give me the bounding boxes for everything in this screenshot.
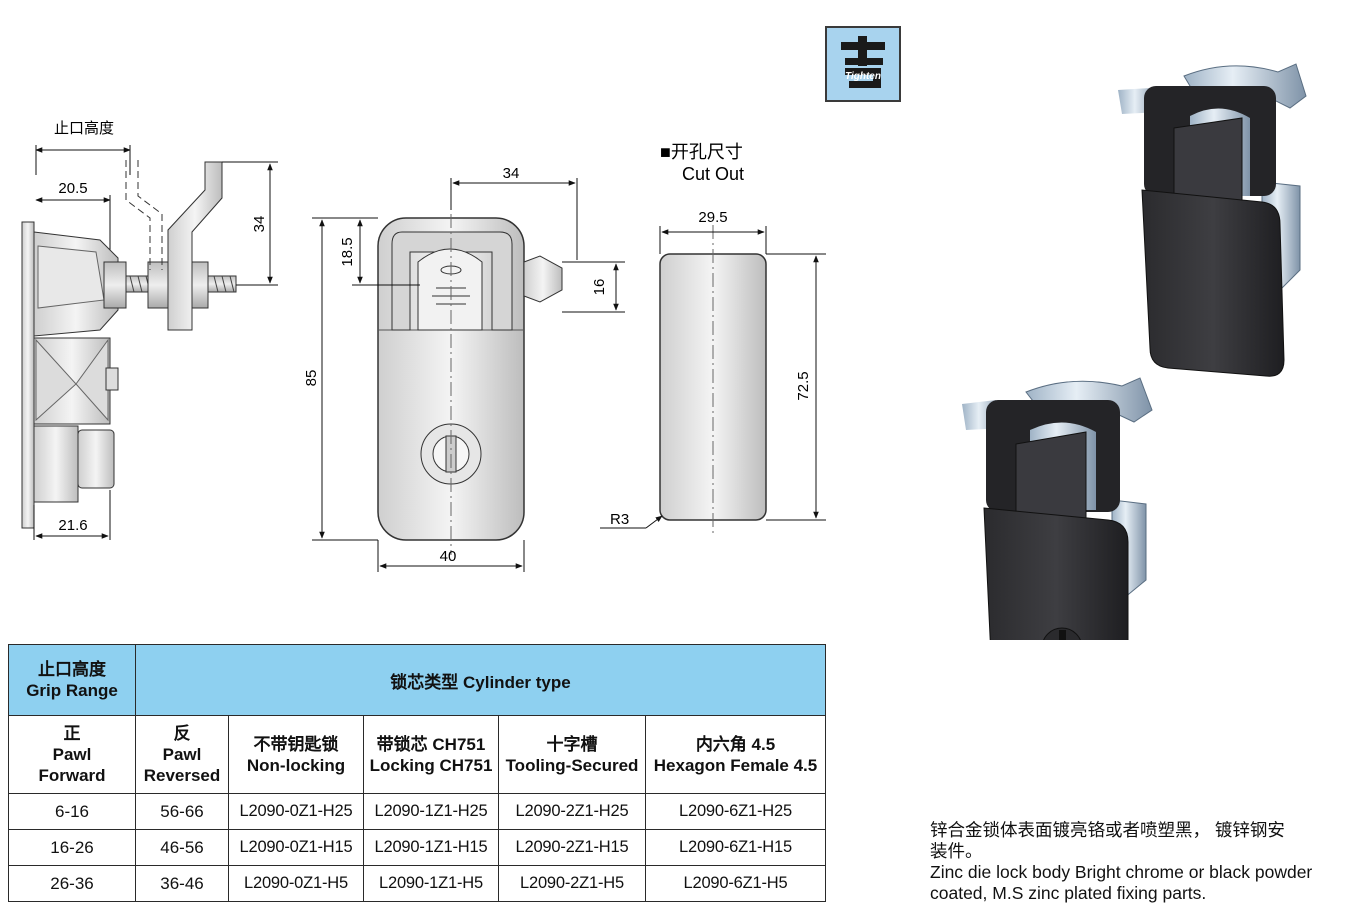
dim-side-height: 34: [251, 216, 268, 233]
logo-text: Tighten: [845, 71, 881, 82]
dim-front-total: 85: [303, 370, 320, 387]
note-cn-line2: 装件。: [930, 841, 983, 861]
product-photo-chrome-top: [1118, 63, 1307, 377]
cutout-title-cn: ■开孔尺寸: [660, 142, 743, 162]
tighten-logo-icon: Tighten: [841, 36, 885, 88]
product-photo-chrome-bottom: [962, 377, 1153, 640]
subheader-non-locking: 不带钥匙锁 Non-locking: [228, 715, 364, 794]
subheader-tooling-secured: 十字槽 Tooling-Secured: [498, 715, 646, 794]
spec-table: 止口高度 Grip Range 锁芯类型 Cylinder type 正 Paw…: [8, 644, 826, 902]
note-cn-line1: 锌合金锁体表面镀亮铬或者喷塑黑， 镀锌钢安: [930, 820, 1285, 840]
dim-side-top: 20.5: [58, 180, 87, 197]
subheader-pawl-forward: 正 Pawl Forward: [8, 715, 136, 794]
subheader-hexagon: 内六角 4.5 Hexagon Female 4.5: [645, 715, 826, 794]
dim-side-bottom: 21.6: [58, 517, 87, 534]
dim-front-upper: 18.5: [339, 237, 356, 266]
front-view: 34 18.5 85 16 40: [303, 165, 625, 572]
dim-cutout-radius: R3: [610, 511, 629, 528]
dim-front-bottom-width: 40: [440, 548, 457, 565]
material-note: 锌合金锁体表面镀亮铬或者喷塑黑， 镀锌钢安 装件。 Zinc die lock …: [930, 820, 1350, 904]
dim-front-side: 16: [591, 279, 608, 296]
dim-cutout-width: 29.5: [698, 209, 727, 226]
brand-logo: Tighten: [825, 26, 901, 102]
cutout-view: ■开孔尺寸 Cut Out 29.5 72.5 R3: [600, 142, 826, 535]
technical-drawing: 止口高度 20.5 34 21.6: [21, 63, 1307, 640]
subheader-locking: 带锁芯 CH751 Locking CH751: [363, 715, 499, 794]
dim-front-top-width: 34: [503, 165, 520, 182]
cylinder-type-header: 锁芯类型 Cylinder type: [135, 644, 826, 716]
side-view: 止口高度 20.5 34 21.6: [21, 120, 278, 540]
grip-range-header: 止口高度 Grip Range: [8, 644, 136, 716]
dim-cutout-height: 72.5: [795, 371, 812, 400]
subheader-pawl-reversed: 反 Pawl Reversed: [135, 715, 229, 794]
cutout-title-en: Cut Out: [682, 164, 744, 184]
note-en-line2: coated, M.S zinc plated fixing parts.: [930, 883, 1207, 903]
grip-range-label: 止口高度: [54, 120, 114, 137]
note-en-line1: Zinc die lock body Bright chrome or blac…: [930, 862, 1313, 882]
